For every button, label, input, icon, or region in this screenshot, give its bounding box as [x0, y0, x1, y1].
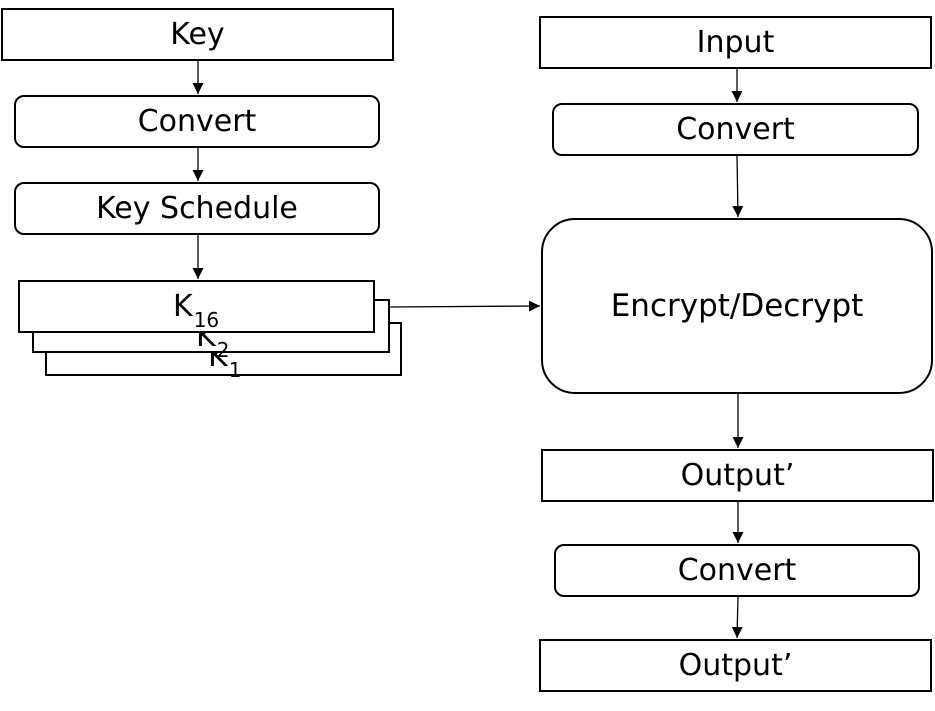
input-box: Input	[539, 16, 932, 69]
arrow-convert-to-final-output	[731, 596, 743, 639]
key-label: Key	[170, 17, 225, 52]
key-convert-label: Convert	[137, 104, 257, 139]
key-convert-box: Convert	[14, 95, 380, 148]
arrow-convert-to-cipher	[732, 155, 744, 218]
key-schedule-label: Key Schedule	[96, 191, 298, 226]
output-convert-label: Convert	[677, 553, 797, 588]
input-convert-label: Convert	[676, 112, 795, 147]
subkey-k16-label: K16	[173, 289, 220, 333]
output-final-label: Output’	[678, 648, 793, 683]
output-convert-box: Convert	[554, 544, 920, 597]
output-final-box: Output’	[539, 639, 932, 692]
subkey-k16-card	[18, 280, 375, 333]
output-mid-box: Output’	[541, 449, 934, 502]
arrow-subkeys-to-cipher	[388, 300, 541, 312]
key-schedule-box: Key Schedule	[14, 182, 380, 235]
key-box: Key	[1, 8, 394, 61]
encrypt-decrypt-box: Encrypt/Decrypt	[541, 218, 933, 394]
encrypt-decrypt-label: Encrypt/Decrypt	[610, 288, 864, 324]
input-label: Input	[696, 25, 775, 60]
output-mid-label: Output’	[680, 458, 795, 493]
input-convert-box: Convert	[552, 103, 919, 156]
